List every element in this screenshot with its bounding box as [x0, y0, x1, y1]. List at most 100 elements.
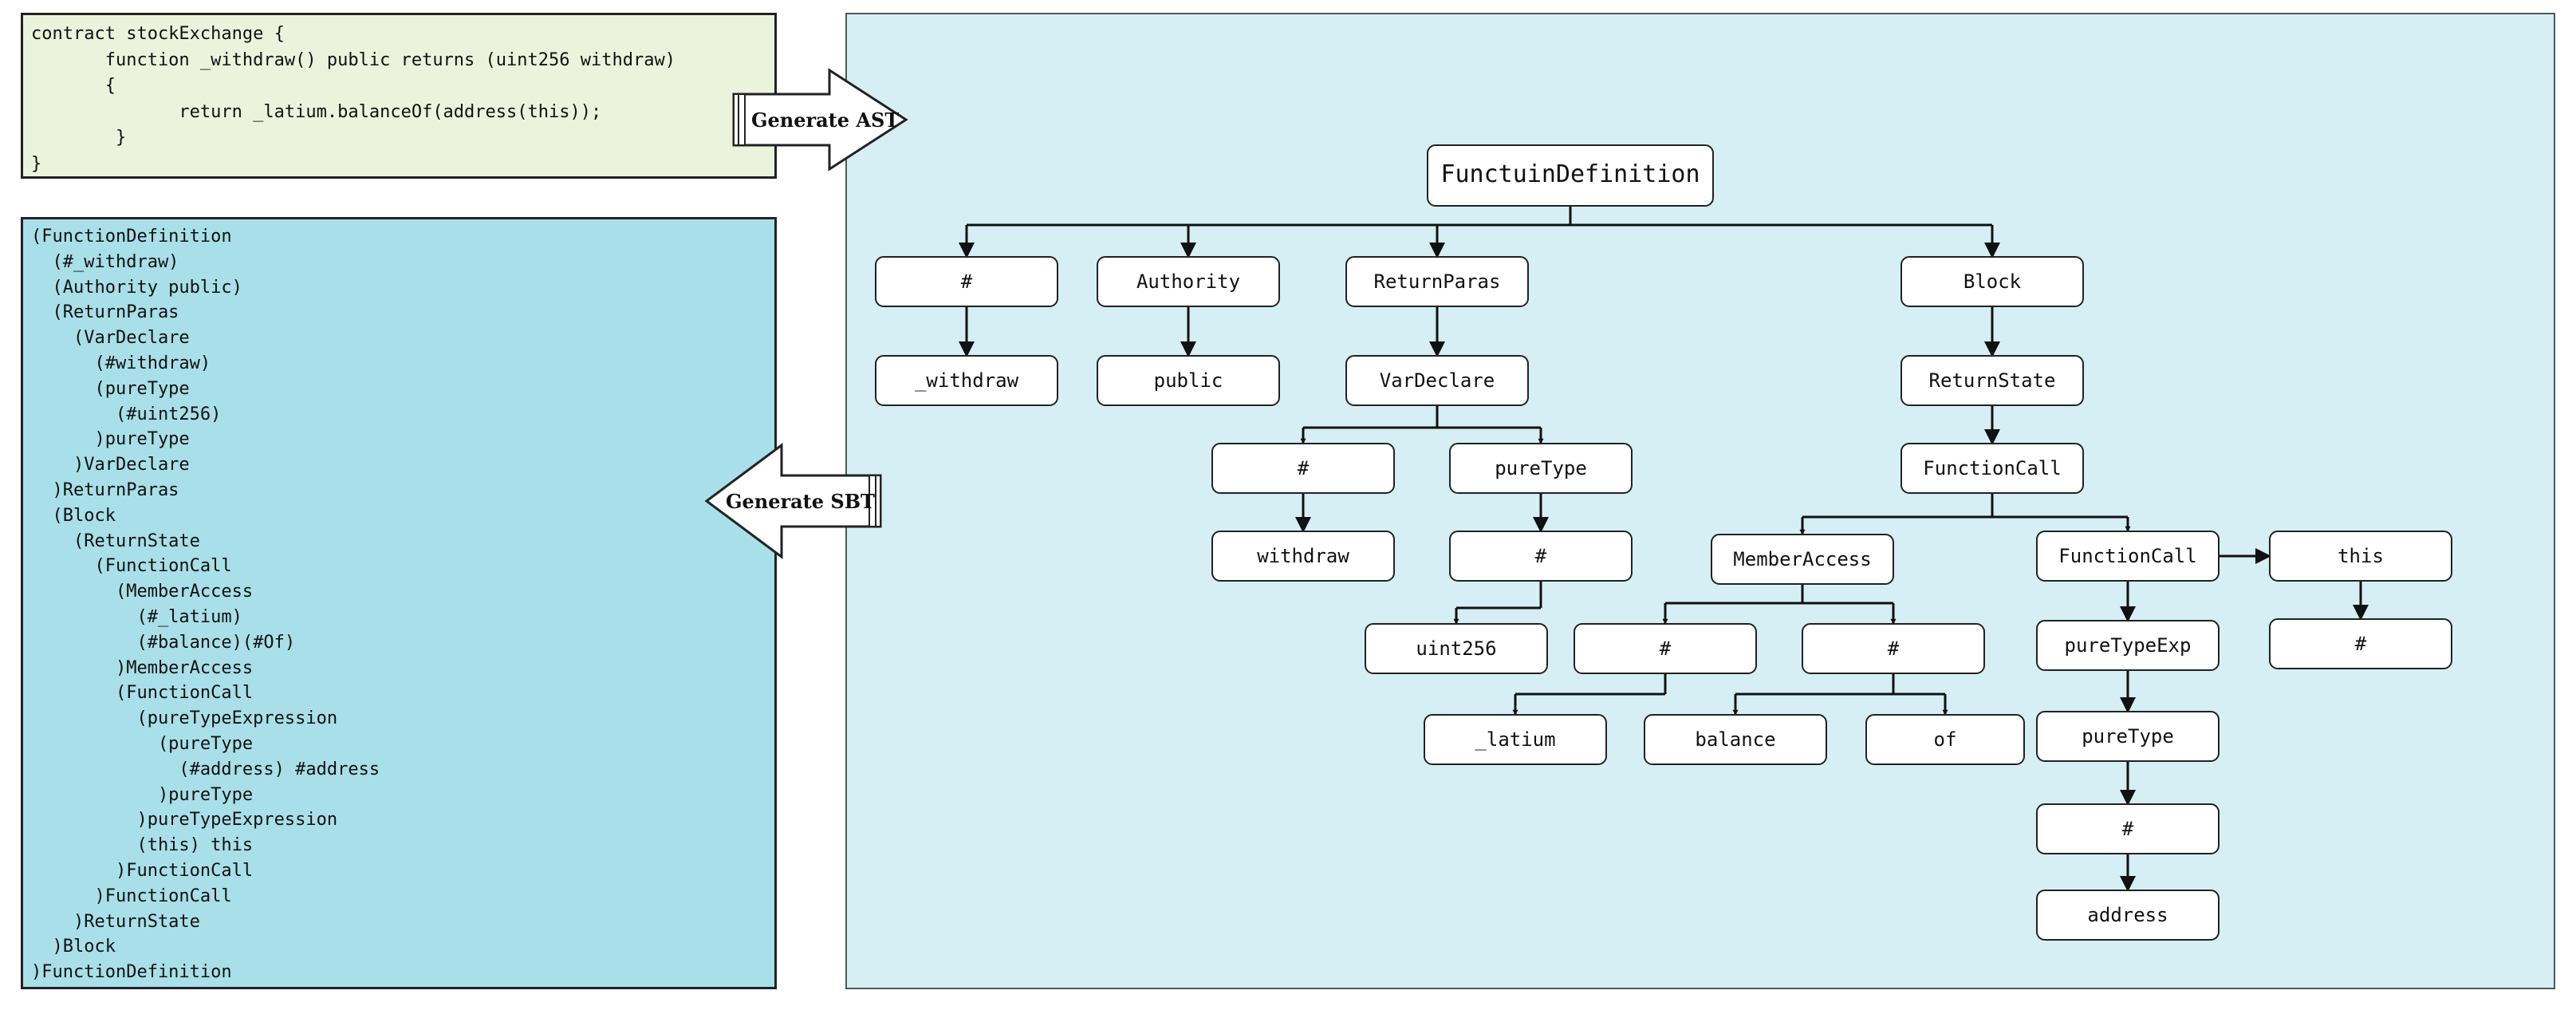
ast-node-box [1211, 531, 1395, 582]
ast-node-n-memberaccess: MemberAccess [1711, 534, 1894, 585]
sbt-line: (FunctionCall [31, 556, 232, 577]
ast-node-label: # [1660, 637, 1672, 660]
sbt-line: )FunctionCall [31, 860, 254, 881]
ast-nodes: FunctuinDefinition # _withdraw Authority pub… [875, 144, 2452, 941]
sbt-line: (Authority public) [31, 277, 242, 298]
ast-node-n-balance: balance [1644, 714, 1827, 765]
sbt-line: (Block [31, 505, 116, 526]
ast-node-n-returnparas: ReturnParas [1345, 256, 1529, 307]
sbt-line: )FunctionDefinition [31, 962, 232, 983]
ast-node-box [2036, 531, 2220, 582]
ast-node-n-hash4: # [1574, 623, 1757, 674]
source-code-line: return _latium.balanceOf(address(this)); [31, 101, 602, 122]
sbt-line: (#_latium) [31, 606, 242, 627]
generate-ast-arrow: Generate AST [732, 68, 908, 172]
ast-node-label: address [2087, 904, 2168, 926]
source-code-line: contract stockExchange { [31, 24, 285, 44]
ast-node-label: pureType [2082, 725, 2174, 748]
ast-node-n-this: this [2269, 531, 2452, 582]
source-code-text: contract stockExchange { function _withd… [31, 22, 676, 178]
ast-node-box [1900, 443, 2084, 494]
ast-node-n-uint256: uint256 [1365, 623, 1548, 674]
ast-node-box [1449, 443, 1633, 494]
ast-node-n-vardeclare: VarDeclare [1345, 355, 1529, 406]
sbt-line: (ReturnState [31, 531, 200, 551]
ast-node-n-returnstate: ReturnState [1900, 355, 2084, 406]
ast-node-n-of: of [1865, 714, 2025, 765]
sbt-line: )ReturnParas [31, 479, 179, 500]
ast-node-label: Authority [1136, 270, 1240, 293]
sbt-line: (#uint256) [31, 404, 222, 424]
ast-node-root: FunctuinDefinition [1427, 144, 1714, 207]
ast-node-box [1424, 714, 1607, 765]
ast-node-label: _withdraw [915, 369, 1019, 392]
ast-node-box [1900, 256, 2084, 307]
ast-node-label: _latium [1475, 728, 1555, 751]
ast-node-n-functioncall2: FunctionCall [2036, 531, 2220, 582]
ast-node-label: # [2355, 633, 2367, 655]
ast-node-label: balance [1695, 728, 1775, 751]
ast-node-label: # [2122, 818, 2134, 840]
ast-node-box [1211, 443, 1395, 494]
ast-node-label: # [961, 270, 973, 293]
ast-edges [959, 206, 2369, 892]
ast-node-label: # [1888, 637, 1900, 660]
ast-node-n-hash6: # [2269, 618, 2452, 669]
generate-ast-label: Generate AST [751, 109, 899, 132]
ast-node-label: pureType [1495, 457, 1587, 479]
ast-node-box [1097, 256, 1280, 307]
ast-node-label: ReturnState [1929, 369, 2056, 392]
ast-node-box [2036, 620, 2220, 671]
ast-node-box [1865, 714, 2025, 765]
ast-node-label: VarDeclare [1380, 369, 1495, 392]
sbt-text: (FunctionDefinition (#_withdraw) (Author… [31, 224, 380, 985]
ast-node-box [1427, 144, 1714, 207]
ast-node-n-withdraw: withdraw [1211, 531, 1395, 582]
ast-node-box [1644, 714, 1827, 765]
ast-node-box [1345, 256, 1529, 307]
ast-node-label: FunctionCall [1923, 457, 2061, 479]
ast-node-label: withdraw [1257, 545, 1349, 567]
ast-node-n-authority: Authority [1097, 256, 1280, 307]
sbt-line: (ReturnParas [31, 302, 179, 323]
ast-node-n-address: address [2036, 890, 2220, 941]
sbt-line: (MemberAccess [31, 582, 254, 602]
sbt-line: (pureTypeExpression [31, 708, 338, 729]
ast-node-box [1802, 623, 1985, 674]
sbt-line: (#address) #address [31, 759, 380, 779]
generate-sbt-label: Generate SBT [726, 490, 875, 513]
sbt-line: (pureType [31, 378, 190, 399]
source-code-line: { [31, 76, 116, 97]
ast-node-n-public: public [1097, 355, 1280, 406]
ast-node-box [2269, 618, 2452, 669]
sbt-line: )Block [31, 937, 116, 957]
ast-node-box [1449, 531, 1633, 582]
ast-node-box [2036, 803, 2220, 854]
sbt-line: (#_withdraw) [31, 251, 179, 272]
generate-sbt-arrow: Generate SBT [704, 443, 882, 559]
ast-node-n-puretypeexp: pureTypeExp [2036, 620, 2220, 671]
sbt-line: (#balance)(#Of) [31, 632, 296, 653]
ast-node-label: pureTypeExp [2065, 634, 2192, 657]
ast-node-n-hash7: # [2036, 803, 2220, 854]
ast-node-box [1365, 623, 1548, 674]
ast-node-label: FunctionCall [2058, 545, 2196, 567]
ast-node-label: this [2338, 545, 2384, 567]
source-code-line: } [31, 153, 42, 174]
ast-node-box [2036, 711, 2220, 762]
sbt-line: )pureType [31, 429, 190, 450]
sbt-line: )pureTypeExpression [31, 810, 338, 831]
ast-node-n-block: Block [1900, 256, 2084, 307]
ast-node-label: public [1154, 369, 1223, 392]
sbt-panel: (FunctionDefinition (#_withdraw) (Author… [21, 217, 777, 989]
ast-node-label: ReturnParas [1374, 270, 1501, 293]
ast-node-label: # [1535, 545, 1547, 567]
sbt-line: )MemberAccess [31, 657, 254, 678]
sbt-line: (this) this [31, 835, 254, 856]
sbt-line: )pureType [31, 784, 254, 805]
ast-node-box [875, 355, 1058, 406]
ast-node-n-functioncall1: FunctionCall [1900, 443, 2084, 494]
sbt-line: )VarDeclare [31, 455, 190, 475]
ast-node-box [1574, 623, 1757, 674]
